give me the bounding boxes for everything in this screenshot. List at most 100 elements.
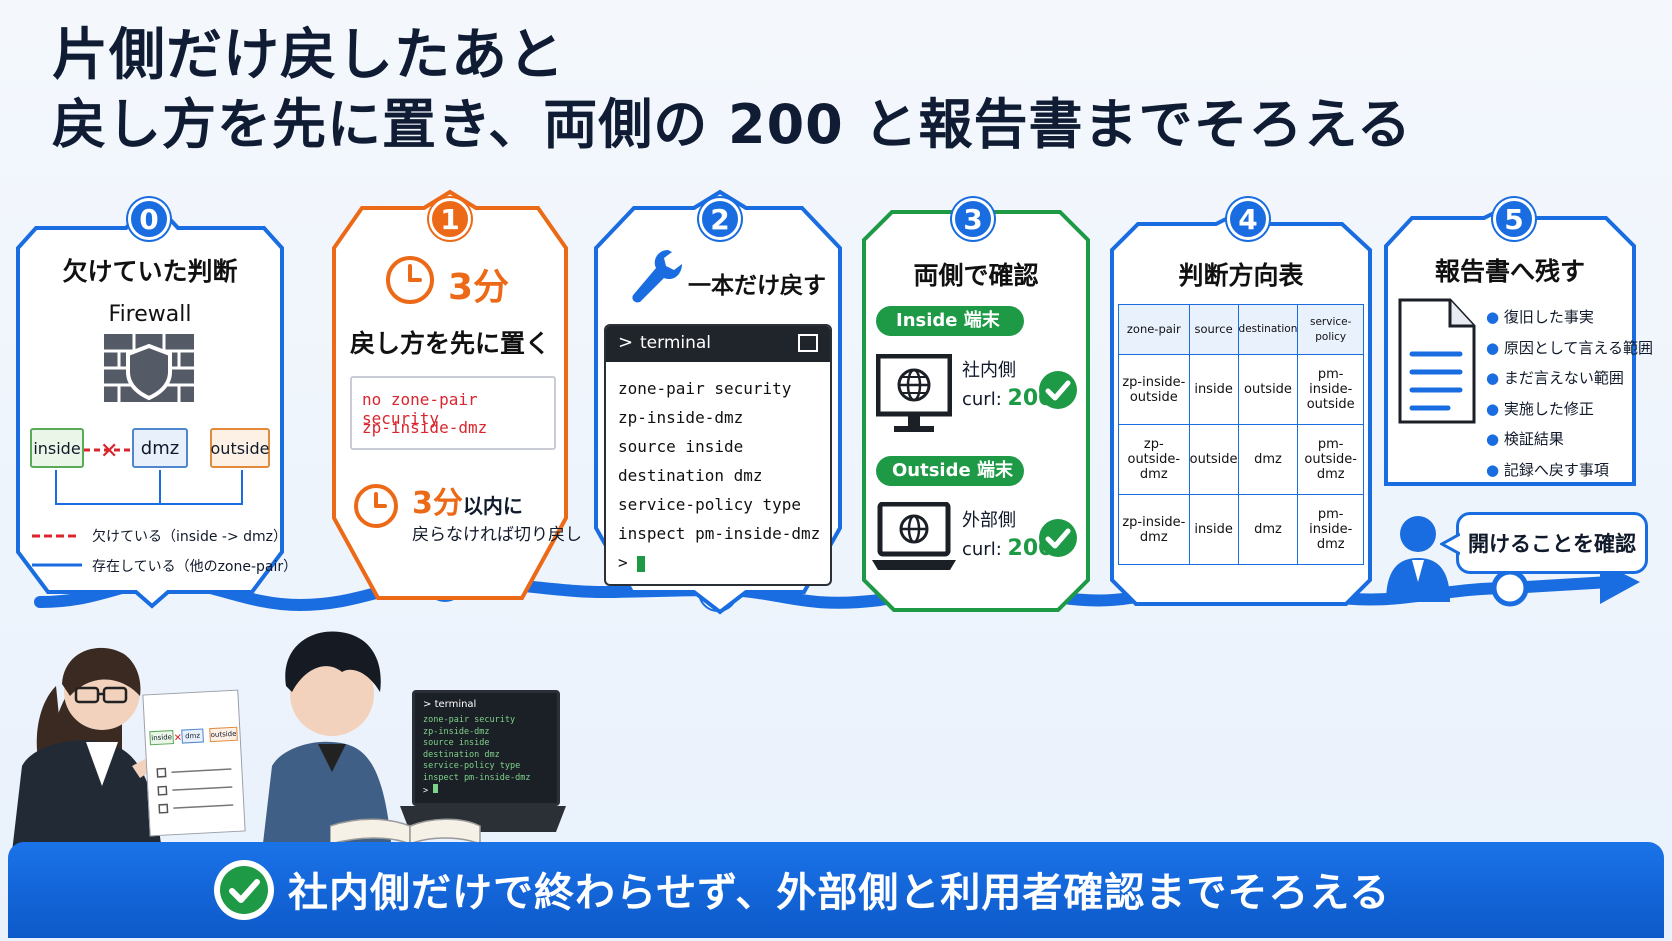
node-dmz: dmz: [132, 428, 188, 468]
table-cell: dmz: [1237, 424, 1299, 495]
legend-exist-line: [32, 563, 82, 567]
table-cell: pm-inside-outside: [1297, 354, 1364, 425]
table-row: zp-inside-outside inside outside pm-insi…: [1118, 354, 1364, 425]
list-item: ● 記録へ戻す事項: [1486, 460, 1609, 479]
table-header-row: zone-pair source destination service-pol…: [1118, 304, 1364, 355]
step-5-badge: 5: [1493, 198, 1535, 240]
step-1-time: 3分: [448, 267, 510, 308]
list-item: ● 検証結果: [1486, 430, 1564, 448]
table-cell: pm-inside-dmz: [1297, 494, 1364, 565]
table-header-cell: source: [1188, 304, 1239, 355]
table-cell: zp-outside-dmz: [1118, 424, 1190, 495]
step-1-badge: 1: [429, 198, 471, 240]
step-4-title: 判断方向表: [1178, 261, 1304, 290]
step-1-note: 3分以内に: [412, 478, 523, 522]
table-cell: zp-inside-dmz: [1118, 494, 1190, 565]
page-title: 片側だけ戻したあと 戻し方を先に置き、両側の 200 と報告書までそろえる: [52, 22, 1412, 160]
list-item: ● まだ言えない範囲: [1486, 369, 1624, 387]
outside-terminal-label: Outside 端末: [876, 456, 1024, 486]
table-row: zp-outside-dmz outside dmz pm-outside-dm…: [1118, 424, 1364, 495]
list-item: ● 原因として言える範囲: [1486, 338, 1653, 357]
report-items: ● 復旧した事実 ● 原因として言える範囲 ● まだ言えない範囲 ● 実施した修…: [1486, 302, 1653, 485]
laptop-line: service-policy type: [423, 761, 521, 771]
terminal-prompt-row: >: [618, 548, 820, 577]
step-5-title: 報告書へ残す: [1434, 257, 1585, 286]
table-cell: outside: [1237, 354, 1299, 425]
node-outside: outside: [210, 428, 270, 468]
table-cell: dmz: [1237, 494, 1299, 565]
zone-connections: ✕: [32, 440, 243, 538]
check-icon: [1039, 371, 1077, 409]
svg-text:✕: ✕: [100, 440, 118, 464]
table-cell: inside: [1188, 494, 1239, 565]
step-2-title: 一本だけ戻す: [688, 273, 826, 299]
clock-small-icon: [354, 484, 398, 528]
doc-lines: ✕: [156, 733, 234, 814]
terminal-minimize-icon[interactable]: [798, 334, 818, 352]
step-0-badge: 0: [128, 198, 170, 240]
terminal-prompt: >: [618, 553, 628, 572]
terminal-line: zone-pair security: [618, 379, 792, 398]
title-line-1: 片側だけ戻したあと: [52, 23, 565, 88]
firewall-icon: [104, 334, 194, 402]
terminal-title: terminal: [640, 333, 712, 353]
step-3-title: 両側で確認: [913, 261, 1039, 290]
table-row: zp-inside-dmz inside dmz pm-inside-dmz: [1118, 494, 1364, 565]
laptop-base-and-notebook: [330, 806, 566, 846]
rollback-command-line-2: zp-inside-dmz: [362, 418, 488, 437]
user-icon: [1386, 516, 1450, 602]
woman-illustration: [12, 647, 170, 852]
laptop-line: source inside: [423, 738, 490, 748]
bottom-banner-text: 社内側だけで終わらせず、外部側と利用者確認までそろえる: [288, 870, 1391, 916]
table-header-cell: zone-pair: [1118, 304, 1190, 355]
terminal-line: service-policy type: [618, 495, 802, 514]
terminal-window: > terminal zone-pair security zp-inside-…: [604, 324, 832, 586]
inside-side-label: 社内側: [962, 360, 1016, 381]
speech-bubble-tail: [1440, 532, 1460, 556]
legend-missing: 欠けている（inside -> dmz）: [92, 529, 288, 545]
step-1-title: 戻し方を先に置く: [349, 329, 550, 358]
terminal-line: destination dmz: [618, 466, 763, 485]
laptop-terminal-body: zone-pair security zp-inside-dmz source …: [423, 715, 530, 798]
inside-curl-result: curl: 200: [962, 386, 1053, 411]
check-icon: [1039, 519, 1077, 557]
terminal-line: source inside: [618, 437, 744, 456]
step-0-title: 欠けていた判断: [62, 257, 238, 286]
timeline-node-5: [1491, 569, 1529, 607]
terminal-line: inspect pm-inside-dmz: [618, 524, 821, 543]
step-4-badge: 4: [1227, 198, 1269, 240]
laptop-line: inspect pm-inside-dmz: [423, 772, 531, 783]
bottom-banner: [8, 842, 1664, 938]
svg-text:✕: ✕: [173, 733, 182, 744]
laptop-prompt: >: [423, 784, 530, 798]
monitor-icon: [876, 354, 952, 432]
check-circle-icon: [214, 860, 274, 920]
laptop-line: zone-pair security: [423, 715, 516, 725]
clock-icon: [386, 256, 434, 304]
title-line-2: 戻し方を先に置き、両側の 200 と報告書までそろえる: [52, 93, 1412, 156]
table-cell: pm-outside-dmz: [1297, 424, 1364, 495]
list-item: ● 復旧した事実: [1486, 308, 1594, 326]
firewall-label: Firewall: [108, 302, 192, 327]
table-cell: outside: [1188, 424, 1239, 495]
table-header-cell: service-policy: [1297, 304, 1364, 355]
laptop-terminal-title: > terminal: [423, 699, 477, 710]
list-item: ● 実施した修正: [1486, 399, 1594, 418]
table-cell: zp-inside-outside: [1118, 354, 1190, 425]
terminal-body: zone-pair security zp-inside-dmz source …: [618, 374, 820, 577]
terminal-cursor: [637, 555, 646, 572]
table-cell: inside: [1188, 354, 1239, 425]
step-3-badge: 3: [952, 198, 994, 240]
laptop-line: destination dmz: [423, 749, 500, 760]
laptop-screen: > terminal zone-pair security zp-inside-…: [412, 690, 560, 806]
rollback-command-box: no zone-pair security zp-inside-dmz: [350, 376, 556, 450]
curl-prefix: curl:: [962, 539, 1002, 560]
step-2-badge: 2: [699, 198, 741, 240]
direction-table: zone-pair source destination service-pol…: [1118, 304, 1364, 565]
table-header-cell: destination: [1237, 304, 1299, 355]
held-document: inside dmz outside ✕: [142, 689, 246, 837]
step-1-note-line-2: 戻らなければ切り戻し: [412, 525, 582, 545]
outside-side-label: 外部側: [962, 510, 1016, 531]
terminal-line: zp-inside-dmz: [618, 408, 744, 427]
curl-prefix: curl:: [962, 389, 1002, 410]
